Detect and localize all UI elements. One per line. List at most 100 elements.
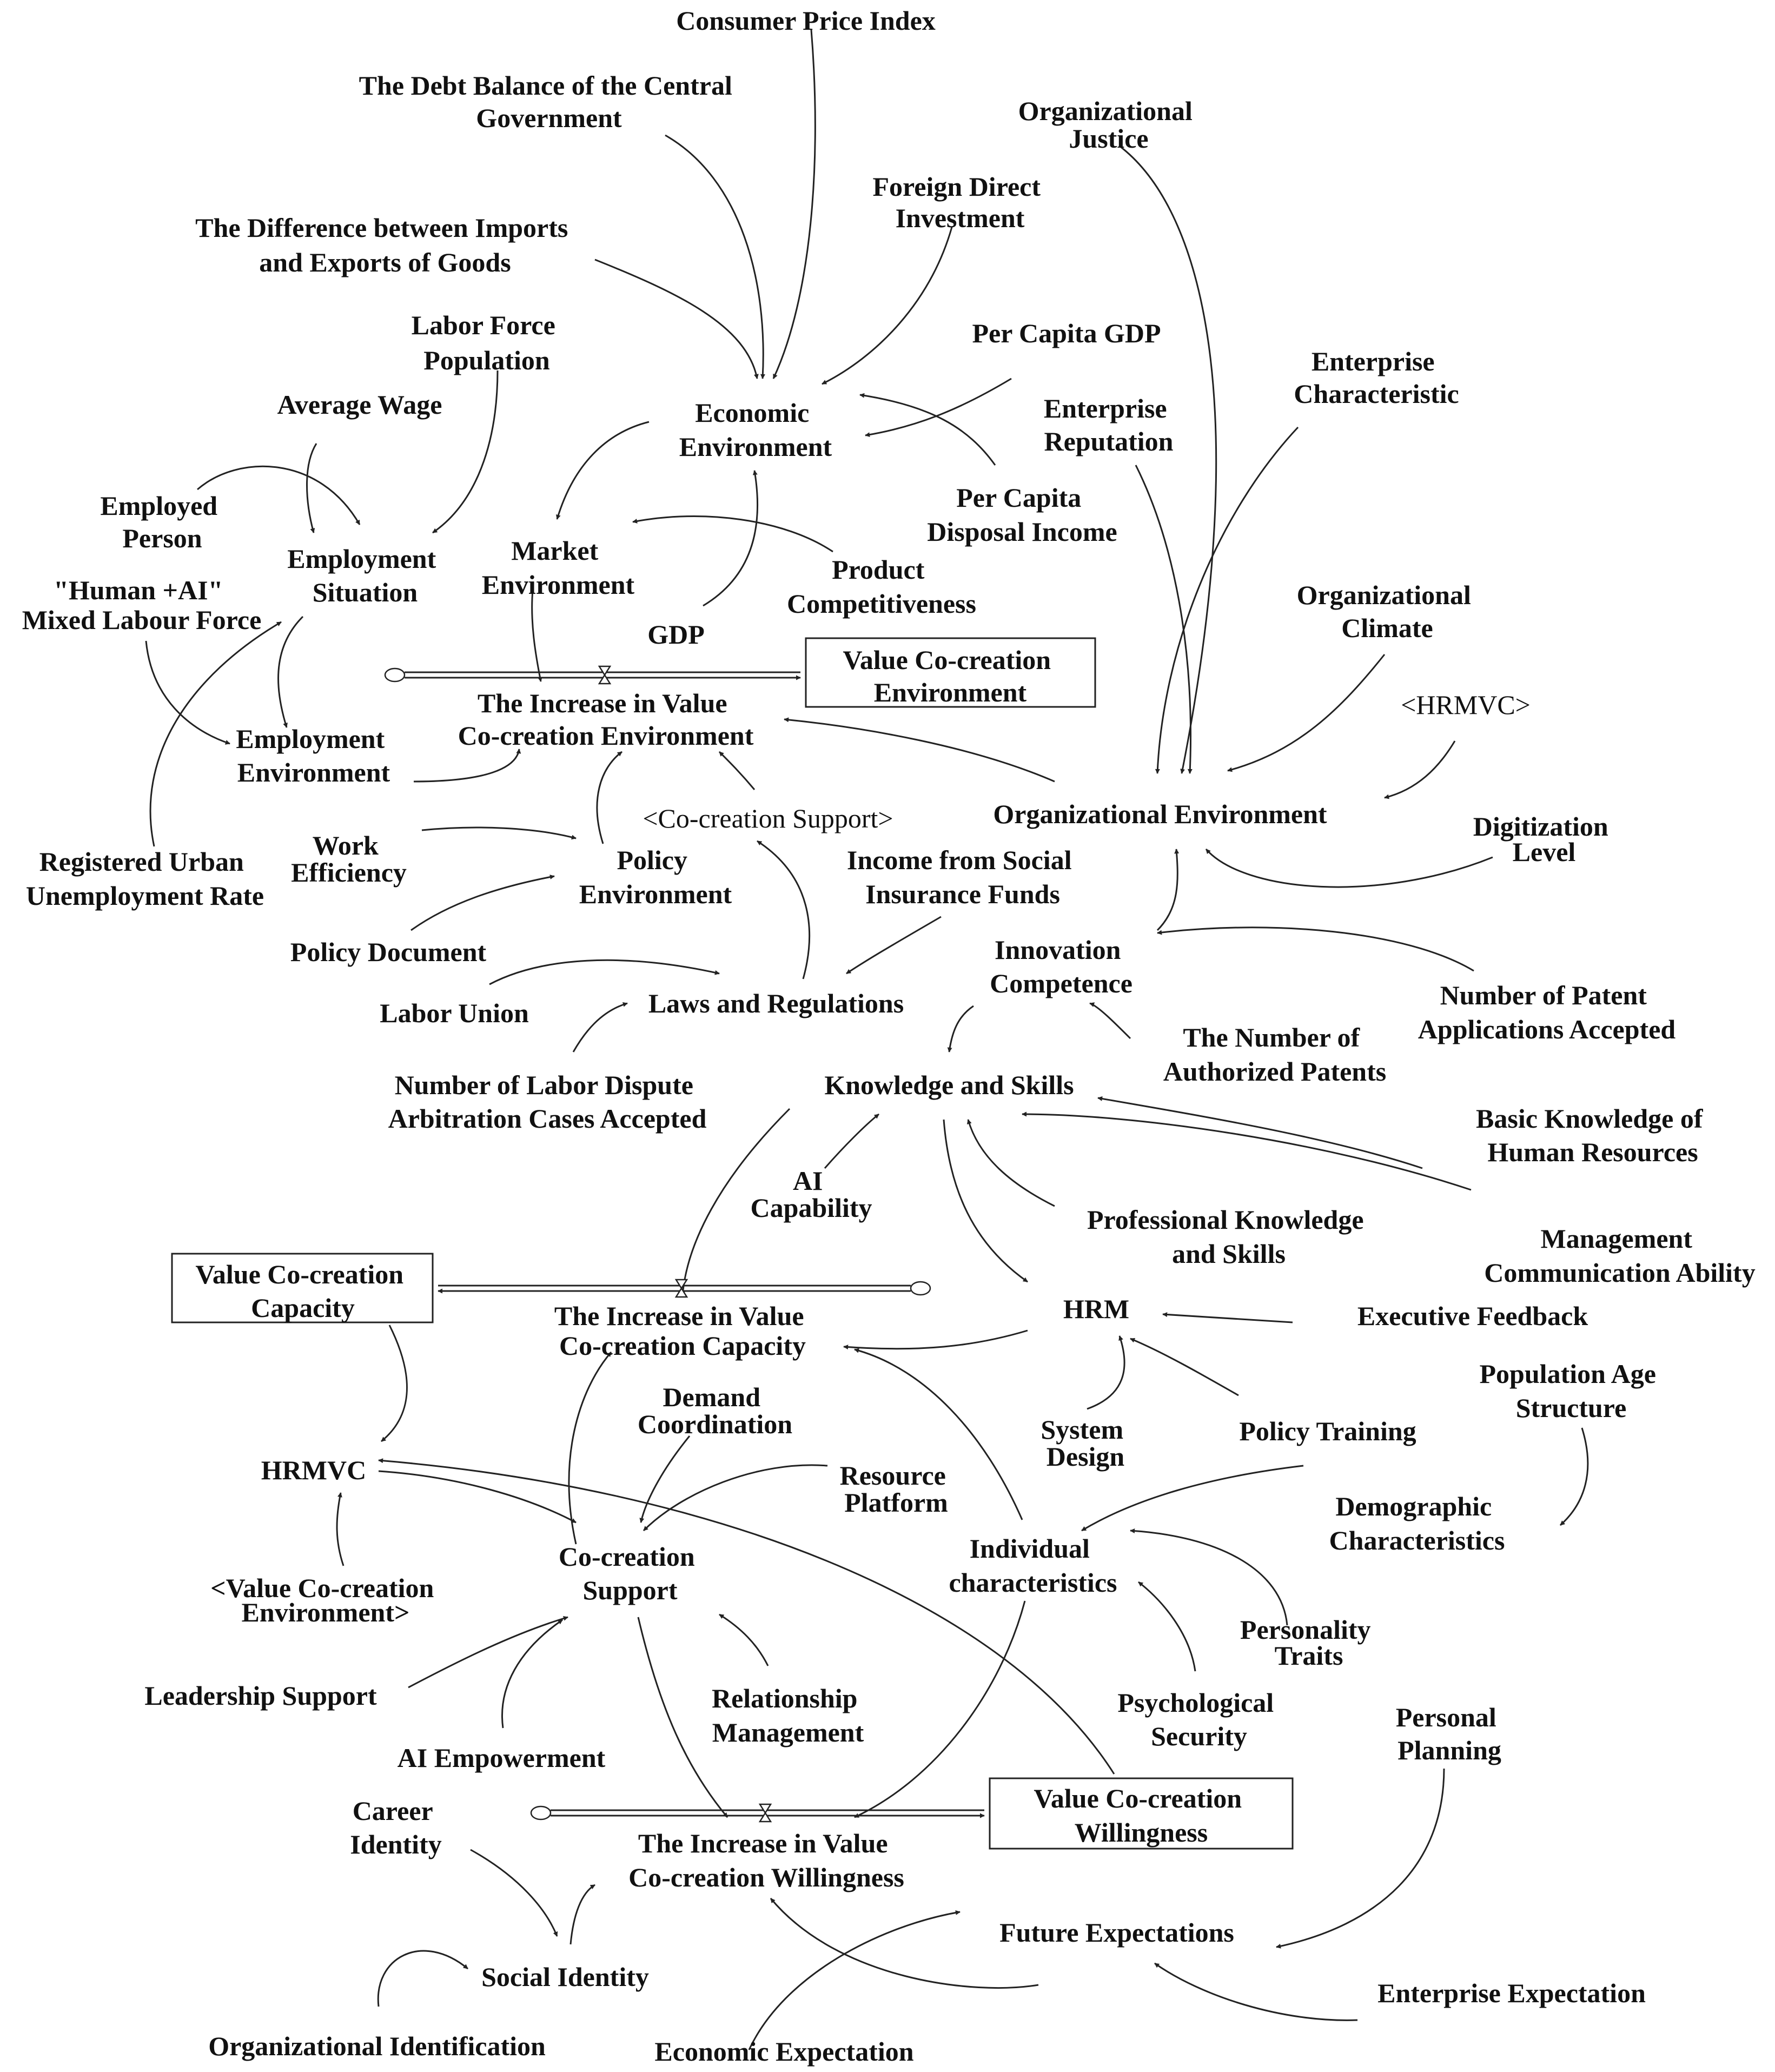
node-increase-vcw: The Increase in Value Co-creation Willin… bbox=[628, 1828, 904, 1892]
link-system-hrm bbox=[1087, 1335, 1125, 1410]
node-labor-dispute: Number of Labor Dispute Arbitration Case… bbox=[388, 1070, 707, 1134]
node-patent-applications: Number of Patent Applications Accepted bbox=[1418, 980, 1676, 1044]
node-cocreation-support: Co-creation Support bbox=[559, 1541, 701, 1605]
node-demographic: Demographic Characteristics bbox=[1329, 1491, 1505, 1555]
link-career-social bbox=[470, 1849, 558, 1937]
link-authorized-innov bbox=[1089, 1002, 1131, 1040]
link-reputation-orgenv bbox=[1135, 465, 1193, 774]
node-human-ai: "Human +AI" Mixed Labour Force bbox=[22, 575, 262, 635]
source-cloud-vce bbox=[384, 667, 406, 683]
node-leadership-support: Leadership Support bbox=[144, 1680, 377, 1711]
link-fdi-econ bbox=[822, 227, 953, 385]
link-cosupport-vce bbox=[718, 751, 756, 790]
link-rel-cosupport bbox=[719, 1613, 769, 1666]
link-unemp-empsit bbox=[149, 621, 282, 847]
link-patent-innov bbox=[1157, 926, 1474, 972]
node-vcw-stock: Value Co-creation Willingness bbox=[1034, 1783, 1248, 1848]
node-enterprise-expectation: Enterprise Expectation bbox=[1377, 1978, 1646, 2008]
node-population-age: Population Age Structure bbox=[1480, 1359, 1663, 1423]
valve-vcc-icon bbox=[674, 1279, 688, 1298]
link-union-laws bbox=[489, 959, 720, 985]
link-knowledge-vcc bbox=[680, 1108, 791, 1296]
link-future-vcw bbox=[770, 1898, 1039, 1989]
node-hrmvc-shadow: <HRMVC> bbox=[1401, 690, 1531, 720]
link-ai-knowledge bbox=[824, 1113, 879, 1169]
link-doc-policy bbox=[410, 875, 555, 931]
link-demo-indiv bbox=[1081, 1465, 1304, 1532]
link-hrmvc-cosupport bbox=[378, 1470, 577, 1524]
node-professional-knowledge: Professional Knowledge and Skills bbox=[1087, 1204, 1370, 1269]
node-hrm: HRM bbox=[1063, 1294, 1129, 1324]
node-vce-shadow: <Value Co-creation Environment> bbox=[210, 1573, 441, 1627]
link-vcc-hrmvc bbox=[381, 1325, 408, 1442]
link-cosupport-vcw bbox=[637, 1617, 728, 1818]
stock-box-vce bbox=[805, 637, 1096, 708]
link-gdp-econ bbox=[703, 470, 759, 607]
link-disposal-econ bbox=[859, 393, 996, 466]
node-org-environment: Organizational Environment bbox=[993, 799, 1327, 829]
node-per-capita-disposal: Per Capita Disposal Income bbox=[927, 482, 1117, 547]
link-leader-cosupport bbox=[408, 1616, 568, 1689]
link-mgmt-knowledge bbox=[1022, 1111, 1472, 1191]
link-age-demo bbox=[1560, 1427, 1589, 1526]
node-career-identity: Career Identity bbox=[350, 1796, 441, 1859]
node-employment-situation: Employment Situation bbox=[287, 544, 443, 607]
node-labor-force: Labor Force Population bbox=[412, 310, 562, 375]
node-product-competitiveness: Product Competitiveness bbox=[787, 554, 976, 619]
link-entexp-future bbox=[1154, 1962, 1358, 2021]
link-vcw-hrmvc bbox=[378, 1458, 1115, 1775]
causal-links bbox=[145, 29, 1589, 2050]
link-orgenv-vce bbox=[784, 717, 1055, 783]
node-policy-document: Policy Document bbox=[290, 937, 487, 967]
node-policy-environment: Policy Environment bbox=[579, 845, 732, 909]
node-gdp: GDP bbox=[647, 619, 705, 650]
node-basic-knowledge-hr: Basic Knowledge of Human Resources bbox=[1476, 1103, 1710, 1167]
link-laws-cosupport bbox=[757, 840, 811, 979]
node-enterprise-reputation: Enterprise Reputation bbox=[1044, 393, 1174, 456]
node-personal-planning: Personal Planning bbox=[1396, 1702, 1504, 1765]
link-employed-empsit bbox=[197, 465, 361, 525]
node-market-environment: Market Environment bbox=[482, 535, 635, 600]
node-org-climate: Organizational Climate bbox=[1297, 580, 1478, 643]
node-executive-feedback: Executive Feedback bbox=[1357, 1301, 1588, 1331]
node-knowledge-skills: Knowledge and Skills bbox=[824, 1070, 1074, 1100]
link-prof-knowledge bbox=[966, 1119, 1055, 1207]
stock-flow-structure bbox=[171, 637, 1294, 1850]
node-org-justice: Organizational Justice bbox=[1018, 96, 1200, 154]
valve-vce-icon bbox=[598, 665, 612, 685]
node-labor-union: Labor Union bbox=[380, 998, 529, 1028]
link-debt-econ bbox=[665, 134, 765, 379]
node-authorized-patents: The Number of Authorized Patents bbox=[1163, 1022, 1386, 1087]
node-enterprise-characteristic: Enterprise Characteristic bbox=[1294, 346, 1459, 409]
node-average-wage: Average Wage bbox=[277, 389, 442, 420]
link-policy-vce bbox=[596, 751, 622, 844]
link-market-vce bbox=[531, 589, 542, 682]
link-cpi-econ bbox=[772, 29, 816, 379]
link-empsit-empenv bbox=[277, 615, 304, 728]
node-policy-training: Policy Training bbox=[1239, 1416, 1416, 1446]
node-individual-characteristics: Individual characteristics bbox=[949, 1533, 1117, 1598]
source-cloud-vcw bbox=[530, 1805, 552, 1821]
link-hrmvc-orgenv bbox=[1384, 740, 1456, 799]
node-resource-platform: Resource Platform bbox=[840, 1460, 953, 1518]
node-per-capita-gdp: Per Capita GDP bbox=[972, 318, 1161, 348]
node-increase-vce: The Increase in Value Co-creation Enviro… bbox=[458, 688, 754, 751]
link-psych-indiv bbox=[1138, 1581, 1196, 1672]
node-employment-environment: Employment Environment bbox=[236, 724, 392, 787]
link-econ-market bbox=[556, 421, 650, 520]
link-demand-cosupport bbox=[639, 1435, 691, 1523]
node-vce-stock: Value Co-creation Environment bbox=[843, 645, 1057, 707]
link-innov-orgenv bbox=[1156, 849, 1180, 931]
link-wage-empsit bbox=[306, 443, 317, 533]
node-imports-exports: The Difference between Imports and Expor… bbox=[195, 213, 575, 277]
node-debt-balance: The Debt Balance of the Central Governme… bbox=[359, 70, 739, 133]
node-work-efficiency: Work Efficiency bbox=[291, 830, 407, 888]
node-digitization-level: Digitization Level bbox=[1473, 811, 1615, 867]
node-innovation-competence: Innovation Competence bbox=[990, 935, 1132, 998]
link-work-policy bbox=[421, 826, 577, 840]
link-indiv-vcc bbox=[854, 1348, 1023, 1520]
link-product-market bbox=[632, 515, 833, 553]
link-personal-future bbox=[1276, 1768, 1445, 1949]
node-system-design: System Design bbox=[1041, 1414, 1130, 1472]
